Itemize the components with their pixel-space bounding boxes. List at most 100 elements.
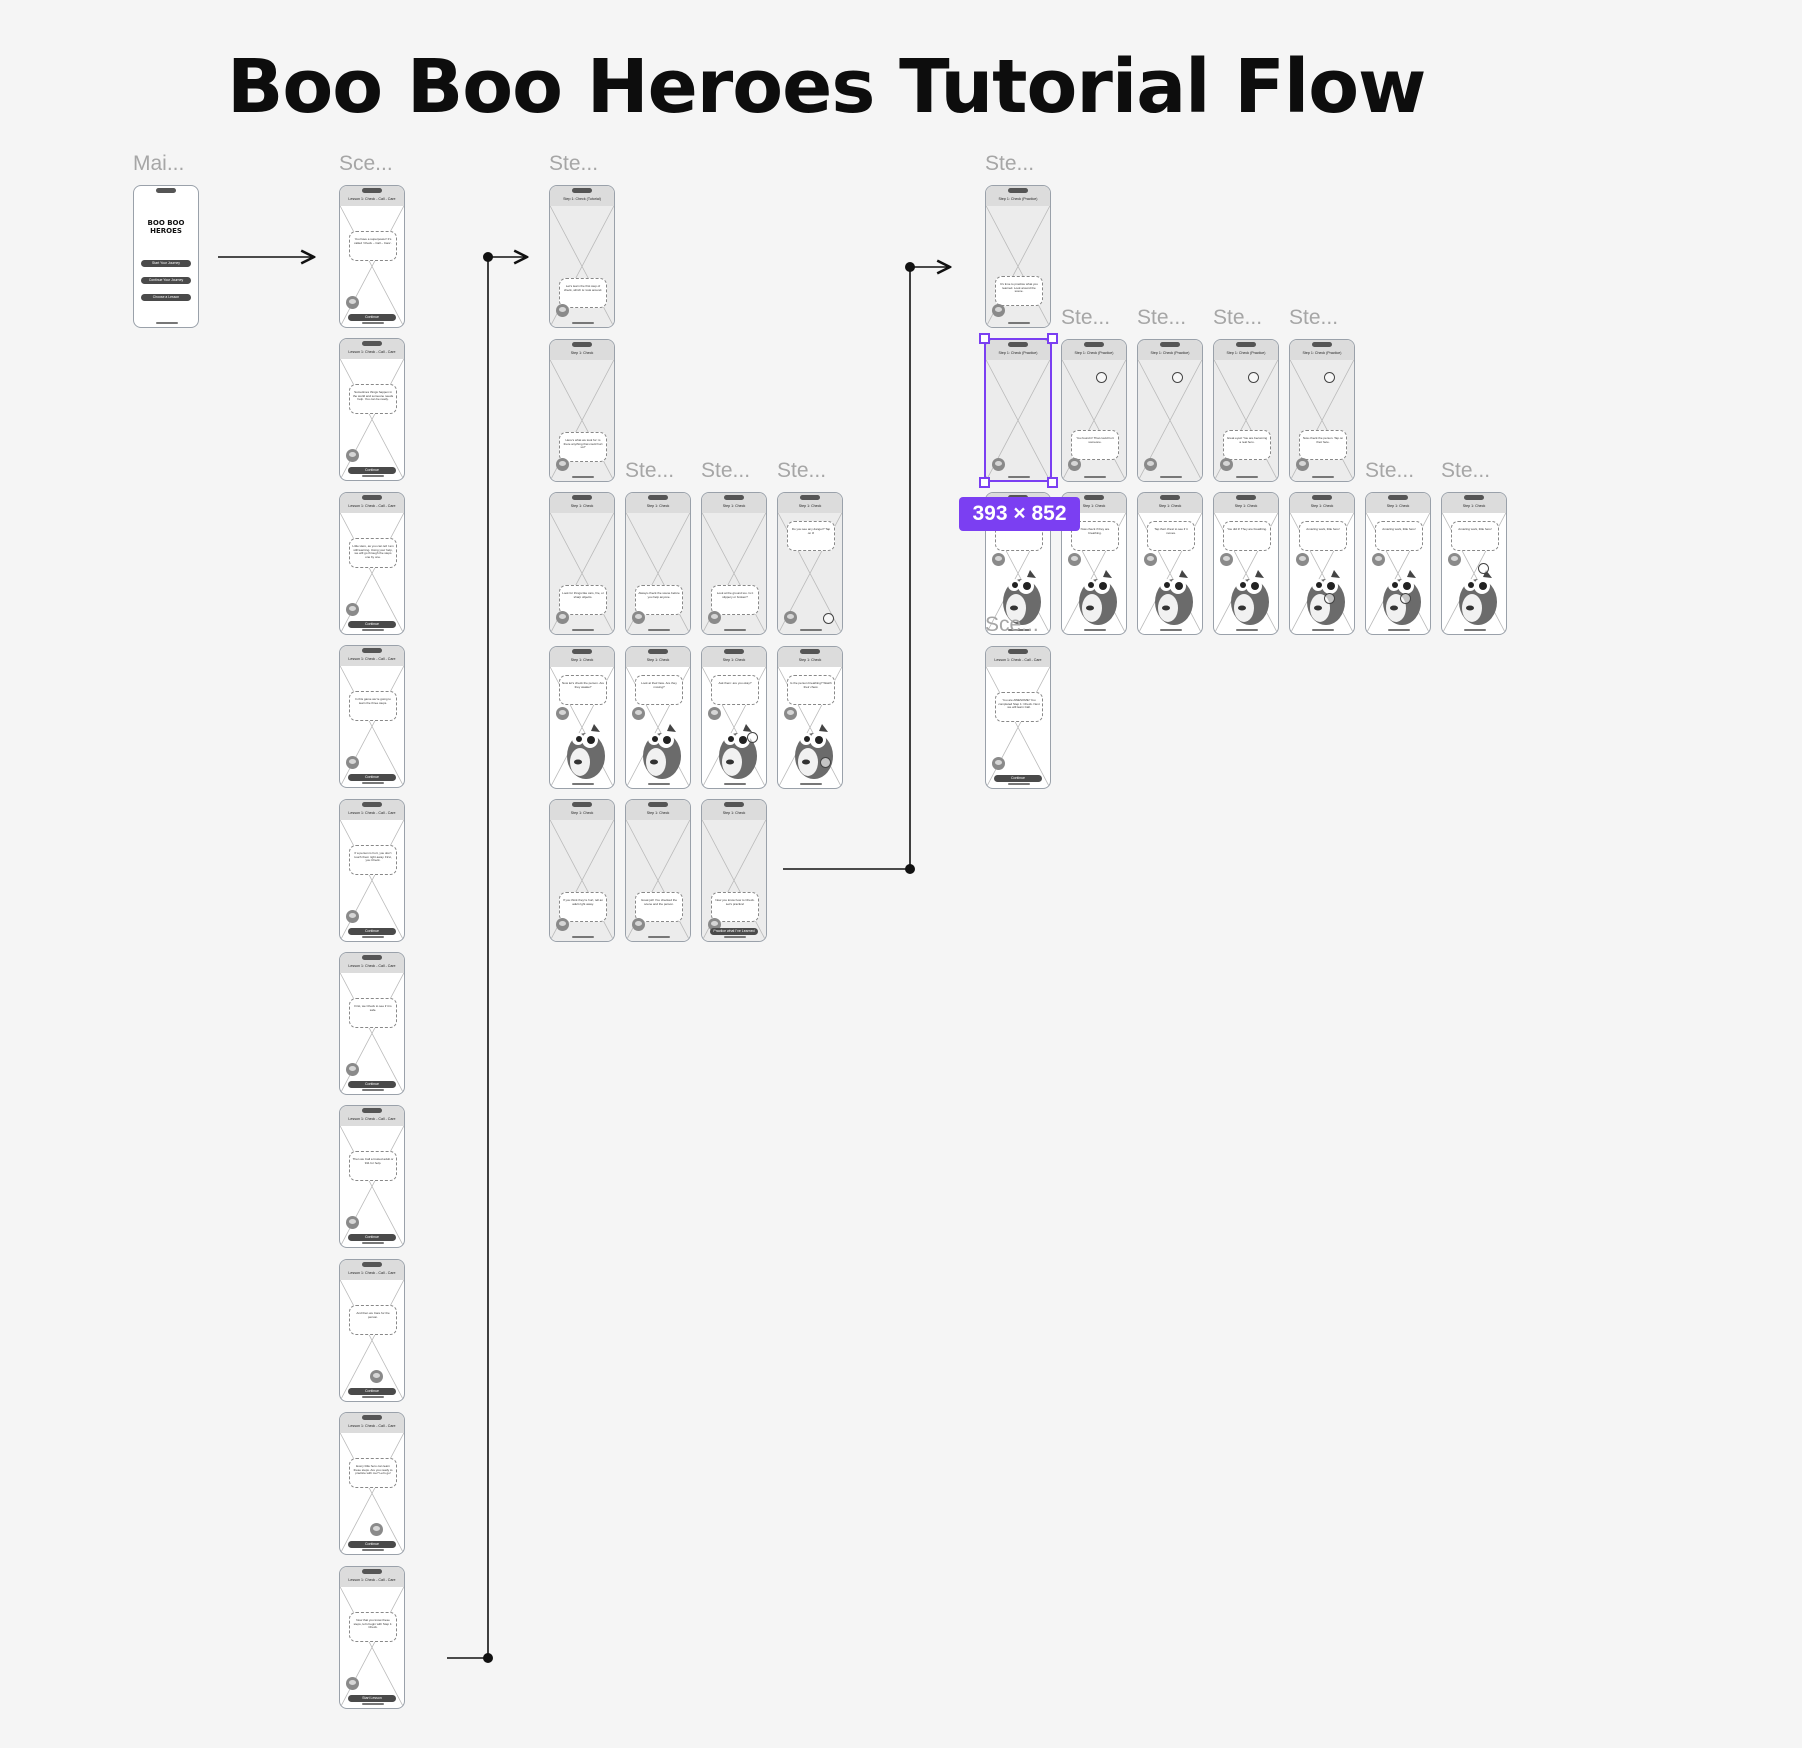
frame-header	[340, 186, 404, 206]
continue-button[interactable]: Continue	[348, 774, 396, 781]
continue-button[interactable]: Continue	[348, 1081, 396, 1088]
continue-button[interactable]: Continue	[994, 775, 1042, 782]
practice-frame[interactable]: Step 1: Check (Practice)It’s time to pra…	[985, 185, 1051, 328]
speech-bubble: Amazing work, little hero!	[1451, 521, 1499, 551]
speech-bubble: Amazing work, little hero!	[1299, 521, 1347, 551]
practice-frame[interactable]: Step 1: Check (Practice)	[1137, 339, 1203, 482]
frame-header	[778, 647, 842, 667]
tap-target-circle-icon[interactable]	[1324, 593, 1335, 604]
continue-button[interactable]: Practice what I’ve Learned	[710, 928, 758, 935]
choose-lesson-button[interactable]: Choose a Lesson	[141, 294, 191, 301]
resize-handle-br[interactable]	[1047, 477, 1058, 488]
speech-bubble-text: Tap their chest to see if it moves.	[1154, 527, 1188, 535]
continue-button[interactable]: Continue	[348, 314, 396, 321]
tap-target-circle-icon[interactable]	[1324, 372, 1335, 383]
practice-frame[interactable]: Step 1: Check (Practice)Now check the pe…	[1289, 339, 1355, 482]
koala-mascot-icon	[346, 1063, 359, 1076]
speech-bubble: Then we Call a trusted adult or 911 for …	[349, 1151, 397, 1181]
home-indicator	[572, 936, 594, 938]
resize-handle-bl[interactable]	[979, 477, 990, 488]
home-indicator	[1084, 476, 1106, 478]
bird-character-icon	[1003, 570, 1041, 625]
speech-bubble-text: Now that you know these steps, let’s beg…	[353, 1618, 393, 1630]
home-indicator	[362, 1242, 384, 1244]
tap-target-circle-icon[interactable]	[1096, 372, 1107, 383]
tap-target-circle-icon[interactable]	[1478, 563, 1489, 574]
koala-mascot-icon	[556, 304, 569, 317]
practice-frame[interactable]: Step 1: Check (Practice)Great eyes! You …	[1213, 339, 1279, 482]
start-journey-button[interactable]: Start Your Journey	[141, 260, 191, 267]
continue-journey-button[interactable]: Continue Your Journey	[141, 277, 191, 284]
tap-target-circle-icon[interactable]	[1172, 372, 1183, 383]
continue-button[interactable]: Continue	[348, 928, 396, 935]
dynamic-island	[1160, 495, 1180, 500]
frame-header-title: Step 1: Check	[646, 504, 670, 508]
frame-header	[1214, 493, 1278, 513]
tap-target-circle-icon[interactable]	[747, 732, 758, 743]
koala-mascot-icon	[556, 611, 569, 624]
continue-button[interactable]: Continue	[348, 1541, 396, 1548]
dynamic-island	[648, 802, 668, 807]
practice-frame[interactable]: Step 1: Check (Practice)You found it! Th…	[1061, 339, 1127, 482]
tap-target-circle-icon[interactable]	[1400, 593, 1411, 604]
frame-header	[626, 647, 690, 667]
koala-mascot-icon	[784, 611, 797, 624]
continue-button[interactable]: Start Lesson	[348, 1695, 396, 1702]
speech-bubble: Sometimes things happen in the world and…	[349, 384, 397, 414]
home-indicator	[724, 783, 746, 785]
resize-handle-tl[interactable]	[979, 333, 990, 344]
speech-bubble: In this game we’re going to learn the th…	[349, 691, 397, 721]
koala-mascot-icon	[556, 707, 569, 720]
continue-button[interactable]: Continue	[348, 467, 396, 474]
dynamic-island	[1388, 495, 1408, 500]
dynamic-island	[1084, 342, 1104, 347]
frame-header	[1214, 340, 1278, 360]
frame-header-title: Lesson 1: Check - Call - Care	[348, 964, 396, 968]
speech-bubble: Now check the person. Tap on their face.	[1299, 430, 1347, 460]
tap-target-circle-icon[interactable]	[823, 613, 834, 624]
dynamic-island	[362, 1262, 382, 1267]
step-frame[interactable]: Step 1: Check (Tutorial)Let’s learn the …	[549, 185, 615, 328]
continue-button[interactable]: Continue	[348, 621, 396, 628]
frame-header	[550, 340, 614, 360]
frame-header-title: Lesson 1: Check - Call - Care	[348, 197, 396, 201]
continue-button[interactable]: Continue	[348, 1234, 396, 1241]
resize-handle-tr[interactable]	[1047, 333, 1058, 344]
continue-button[interactable]: Continue	[348, 1388, 396, 1395]
tap-target-circle-icon[interactable]	[1248, 372, 1259, 383]
tap-target-circle-icon[interactable]	[820, 757, 831, 768]
koala-mascot-icon	[346, 603, 359, 616]
speech-bubble-text: Sometimes things happen in the world and…	[352, 390, 394, 402]
home-indicator	[362, 322, 384, 324]
